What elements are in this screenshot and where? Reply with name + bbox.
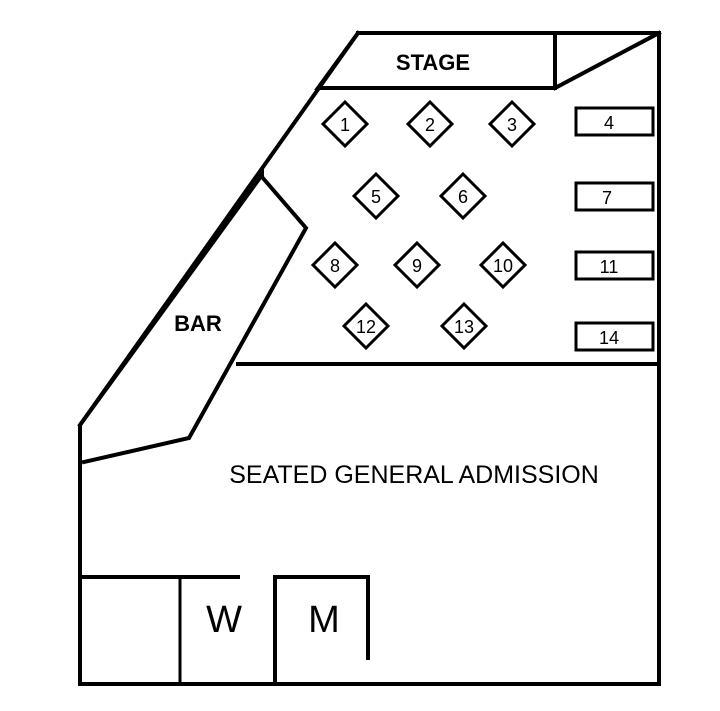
table-1[interactable]: 1 [320,99,370,149]
table-number: 14 [599,328,619,348]
table-number: 1 [340,115,350,135]
table-11[interactable]: 11 [574,250,655,281]
table-number: 8 [330,256,340,276]
table-5[interactable]: 5 [351,171,401,221]
seated-general-admission-label: SEATED GENERAL ADMISSION [229,461,599,489]
table-9[interactable]: 9 [392,240,442,290]
restrooms: W M [78,575,370,686]
table-number: 6 [458,187,468,207]
table-7[interactable]: 7 [574,181,655,212]
mens-restroom-label: M [308,599,340,641]
table-3[interactable]: 3 [487,99,537,149]
rect-tables: 4 7 11 14 [574,106,655,352]
table-8[interactable]: 8 [310,240,360,290]
table-2[interactable]: 2 [405,99,455,149]
table-6[interactable]: 6 [438,171,488,221]
table-number: 11 [600,257,619,277]
womens-restroom-label: W [206,599,242,641]
table-number: 10 [493,256,513,276]
table-number: 2 [425,115,435,135]
diamond-tables: 1 2 3 5 6 8 9 10 [310,99,537,351]
table-number: 12 [356,317,376,337]
outer-wall-diagonal [77,30,361,428]
bar-area: BAR [81,174,309,465]
table-13[interactable]: 13 [439,301,489,351]
table-12[interactable]: 12 [341,301,391,351]
table-number: 3 [507,115,517,135]
table-10[interactable]: 10 [478,240,528,290]
stage-label: STAGE [396,50,470,75]
stage-area: STAGE [314,30,662,91]
table-number: 4 [604,113,614,133]
table-4[interactable]: 4 [574,106,655,137]
table-14[interactable]: 14 [574,321,655,352]
table-number: 5 [371,187,381,207]
table-number: 9 [412,256,422,276]
table-number: 7 [602,188,612,208]
bar-label: BAR [174,311,222,336]
table-number: 13 [454,317,474,337]
